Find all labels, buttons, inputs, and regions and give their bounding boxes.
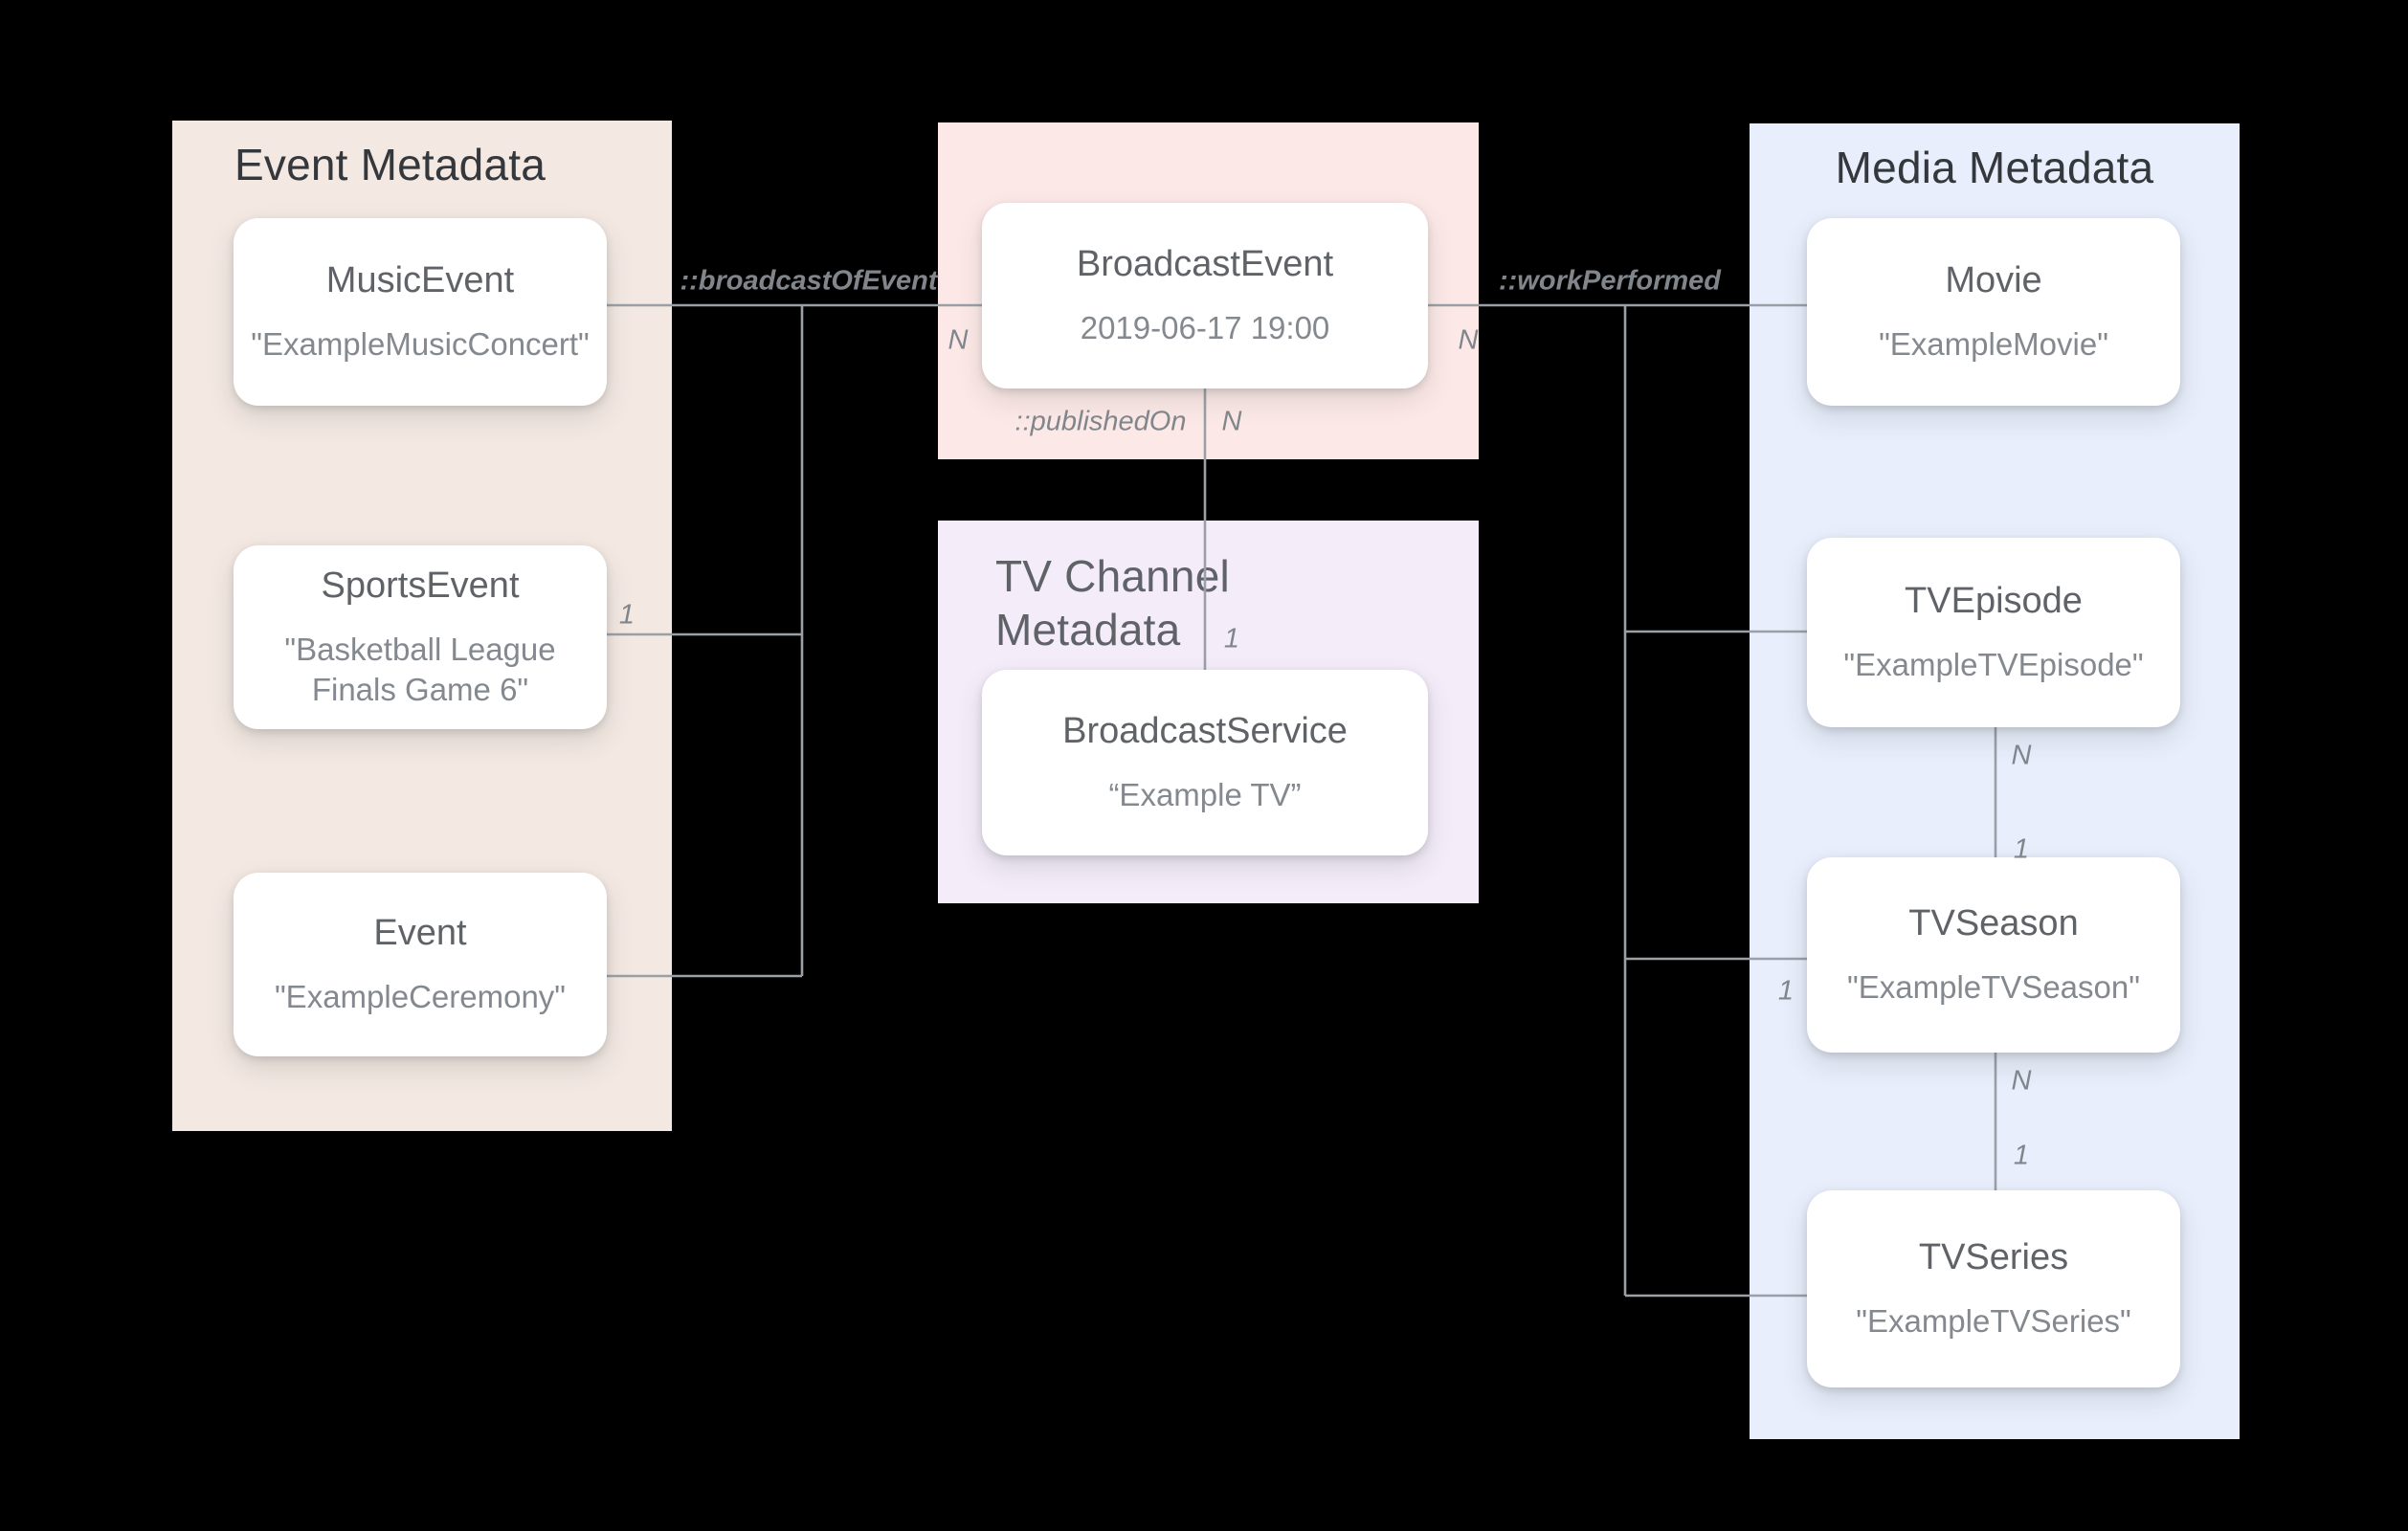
cardinality-broadcast-event-right-n: N — [1458, 324, 1479, 356]
panel-event-metadata-title: Event Metadata — [234, 140, 546, 189]
node-tv-series: TVSeries "ExampleTVSeries" — [1807, 1190, 2180, 1387]
node-broadcast-service: BroadcastService “Example TV” — [982, 670, 1428, 855]
node-tv-series-title: TVSeries — [1918, 1237, 2069, 1277]
node-event: Event "ExampleCeremony" — [234, 873, 607, 1056]
cardinality-season-series-n: N — [2011, 1065, 2032, 1097]
node-tv-season-value: "ExampleTVSeason" — [1847, 969, 2140, 1005]
panel-tv-channel-metadata-title: TV Channel Metadata — [995, 551, 1230, 655]
node-sports-event: SportsEvent "Basketball League Finals Ga… — [234, 545, 607, 729]
node-tv-season-title: TVSeason — [1908, 903, 2079, 943]
cardinality-published-on-n: N — [1221, 406, 1242, 437]
node-broadcast-event: BroadcastEvent 2019-06-17 19:00 — [982, 203, 1428, 388]
node-tv-season: TVSeason "ExampleTVSeason" — [1807, 857, 2180, 1053]
node-broadcast-service-value: “Example TV” — [1108, 777, 1302, 812]
node-event-title: Event — [373, 913, 467, 953]
node-movie-value: "ExampleMovie" — [1879, 326, 2108, 362]
node-sports-event-value: "Basketball League Finals Game 6" — [284, 632, 556, 707]
relation-label-published-on: ::publishedOn — [1014, 406, 1187, 437]
cardinality-episode-season-n: N — [2011, 740, 2032, 771]
node-event-value: "ExampleCeremony" — [274, 979, 567, 1014]
cardinality-broadcast-event-left-n: N — [948, 324, 969, 356]
cardinality-season-series-1: 1 — [2013, 1140, 2030, 1171]
cardinality-tv-season-branch-1: 1 — [1777, 975, 1795, 1007]
node-tv-series-value: "ExampleTVSeries" — [1856, 1303, 2131, 1339]
cardinality-sports-event-1: 1 — [618, 599, 635, 631]
cardinality-episode-season-1: 1 — [2013, 833, 2030, 865]
node-tv-episode-title: TVEpisode — [1905, 581, 2083, 621]
node-music-event: MusicEvent "ExampleMusicConcert" — [234, 218, 607, 406]
node-music-event-title: MusicEvent — [325, 260, 515, 300]
cardinality-published-on-1: 1 — [1223, 623, 1240, 655]
node-broadcast-event-value: 2019-06-17 19:00 — [1080, 310, 1330, 345]
node-sports-event-title: SportsEvent — [321, 566, 520, 606]
node-broadcast-event-title: BroadcastEvent — [1076, 244, 1334, 284]
node-movie-title: Movie — [1945, 260, 2042, 300]
node-movie: Movie "ExampleMovie" — [1807, 218, 2180, 406]
panel-media-metadata-title: Media Metadata — [1835, 143, 2154, 192]
relation-label-broadcast-of-event: ::broadcastOfEvent — [680, 265, 938, 297]
node-music-event-value: "ExampleMusicConcert" — [251, 326, 590, 362]
node-tv-episode: TVEpisode "ExampleTVEpisode" — [1807, 538, 2180, 727]
relation-label-work-performed: ::workPerformed — [1498, 265, 1722, 297]
node-tv-episode-value: "ExampleTVEpisode" — [1843, 647, 2144, 682]
node-broadcast-service-title: BroadcastService — [1062, 711, 1348, 751]
